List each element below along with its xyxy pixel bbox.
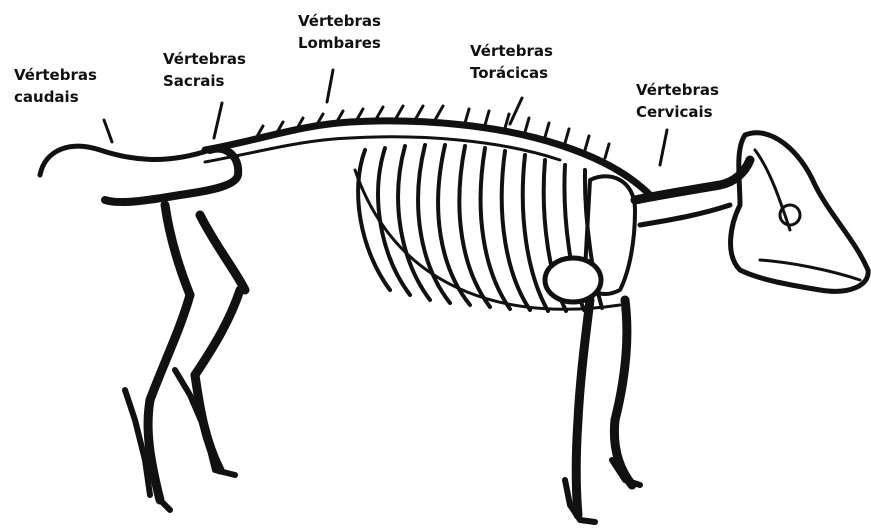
hind-legs bbox=[148, 205, 245, 500]
shoulder-joint bbox=[545, 258, 601, 302]
leader-caudais bbox=[104, 120, 112, 142]
leader-cervicais bbox=[660, 130, 667, 165]
leader-toracicas bbox=[510, 98, 522, 124]
label-caudais-line2: caudais bbox=[14, 86, 97, 108]
hind-hooves bbox=[125, 370, 235, 510]
leader-lombares bbox=[327, 70, 333, 102]
label-vertebras-lombares: Vértebras Lombares bbox=[298, 10, 381, 54]
label-vertebras-sacrais: Vértebras Sacrais bbox=[163, 48, 246, 92]
tail-bones bbox=[40, 146, 210, 175]
label-lombares-line1: Vértebras bbox=[298, 10, 381, 32]
label-cervicais-line2: Cervicais bbox=[636, 101, 719, 123]
label-vertebras-caudais: Vértebras caudais bbox=[14, 64, 97, 108]
label-cervicais-line1: Vértebras bbox=[636, 79, 719, 101]
label-toracicas-line1: Vértebras bbox=[470, 40, 553, 62]
cervical-spine bbox=[635, 160, 750, 200]
label-toracicas-line2: Torácicas bbox=[470, 62, 553, 84]
leader-sacrais bbox=[214, 103, 222, 138]
label-caudais-line1: Vértebras bbox=[14, 64, 97, 86]
front-legs bbox=[576, 300, 632, 515]
thoracic-processes bbox=[465, 109, 609, 158]
label-lombares-line2: Lombares bbox=[298, 32, 381, 54]
label-sacrais-line2: Sacrais bbox=[163, 70, 246, 92]
label-sacrais-line1: Vértebras bbox=[163, 48, 246, 70]
label-vertebras-toracicas: Vértebras Torácicas bbox=[470, 40, 553, 84]
label-vertebras-cervicais: Vértebras Cervicais bbox=[636, 79, 719, 123]
